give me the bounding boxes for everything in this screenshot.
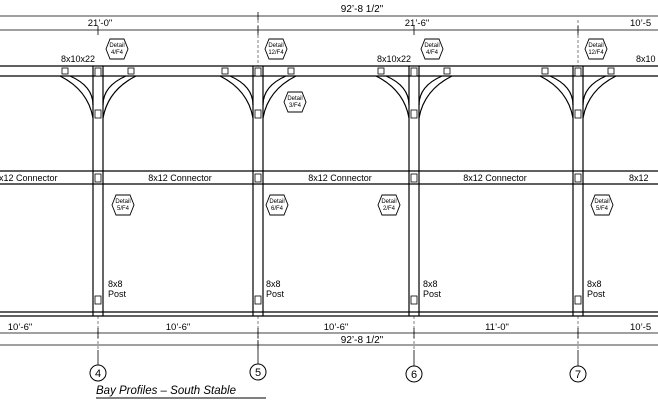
detail-callout-text-mid: Detail 5/F4 Detail 6/F4 Detail 2/F4 Deta… (115, 199, 609, 212)
detail-callout-ref: 5/F4 (596, 206, 609, 212)
detail-callout-label: Detail (594, 199, 609, 205)
dim-bottom-3: 10’-6" (324, 322, 349, 333)
connector-label-1: 8x12 Connector (148, 173, 212, 183)
grid-marker-5: 5 (255, 367, 261, 379)
dim-bottom-1: 10’-6" (8, 322, 33, 333)
extension-lines (97, 20, 579, 350)
dim-bottom-4: 11’-0" (485, 322, 509, 333)
detail-callout-label: Detail (269, 199, 284, 205)
detail-callout-label: Detail (381, 199, 396, 205)
post-label: Post (587, 289, 606, 299)
grid-marker-circles (89, 363, 587, 383)
connector-label-0: 8x12 Connector (0, 173, 58, 183)
detail-callout-ref: 5/F4 (117, 206, 130, 212)
bottom-segment-dimension (0, 328, 658, 338)
detail-callout-label: Detail (588, 43, 603, 49)
overall-dim-bottom: 92’-8 1/2" (341, 335, 384, 346)
post-labels: 8x8 Post 8x8 Post 8x8 Post 8x8 Post (108, 279, 606, 299)
detail-callout-ref: 4/F4 (426, 50, 439, 56)
post-label: Post (423, 289, 442, 299)
overall-dim-top: 92’-8 1/2" (341, 4, 384, 15)
detail-callout-ref: 12/F4 (268, 50, 284, 56)
detail-callout-ref: 2/F4 (383, 206, 396, 212)
detail-callout-text-top: Detail 4/F4 Detail 12/F4 Detail 3/F4 Det… (109, 43, 604, 109)
connector-label-4: 8x12 (629, 173, 649, 183)
grid-marker-6: 6 (411, 369, 417, 381)
detail-callout-ref: 12/F4 (588, 50, 604, 56)
connector-beam (0, 170, 658, 185)
detail-callout-label: Detail (424, 43, 439, 49)
detail-callout-label: Detail (268, 43, 283, 49)
connector-label-3: 8x12 Connector (463, 173, 527, 183)
post-label: Post (108, 289, 127, 299)
detail-callout-ref: 6/F4 (271, 206, 284, 212)
post-label: 8x8 (587, 279, 602, 289)
post-label: 8x8 (108, 279, 123, 289)
detail-callout-label: Detail (109, 43, 124, 49)
beam-label-2: 8x10x22 (377, 54, 411, 64)
beam-label-3: 8x10 (636, 54, 656, 64)
post-label: 8x8 (423, 279, 438, 289)
detail-callout-ref: 3/F4 (289, 103, 302, 109)
dim-bottom-2: 10’-6" (166, 322, 191, 333)
post-label: Post (266, 289, 285, 299)
dim-bottom-5: 10’-5 (630, 322, 651, 333)
detail-callout-label: Detail (287, 96, 302, 102)
dim-top-2: 21’-6" (405, 18, 430, 29)
connector-label-2: 8x12 Connector (308, 173, 372, 183)
drawing-title: Bay Profiles – South Stable (96, 385, 236, 397)
grid-marker-4: 4 (95, 368, 101, 380)
detail-callouts-top (105, 38, 608, 113)
top-beam (0, 65, 658, 77)
grid-marker-7: 7 (575, 369, 581, 381)
grid-marker-lines (97, 350, 579, 366)
beam-label-1: 8x10x22 (61, 54, 95, 64)
bottom-plate (0, 311, 658, 317)
bottom-overall-dimension (0, 340, 658, 350)
detail-callout-label: Detail (115, 199, 130, 205)
dim-top-1: 21’-0" (88, 18, 113, 29)
detail-callout-ref: 4/F4 (111, 50, 124, 56)
posts (92, 66, 584, 316)
connector-plates (61, 67, 615, 305)
post-label: 8x8 (266, 279, 281, 289)
dim-top-3: 10’-5 (630, 18, 651, 29)
knee-braces (59, 75, 617, 119)
detail-callouts-mid (111, 194, 614, 216)
top-overall-dimension (0, 12, 658, 20)
